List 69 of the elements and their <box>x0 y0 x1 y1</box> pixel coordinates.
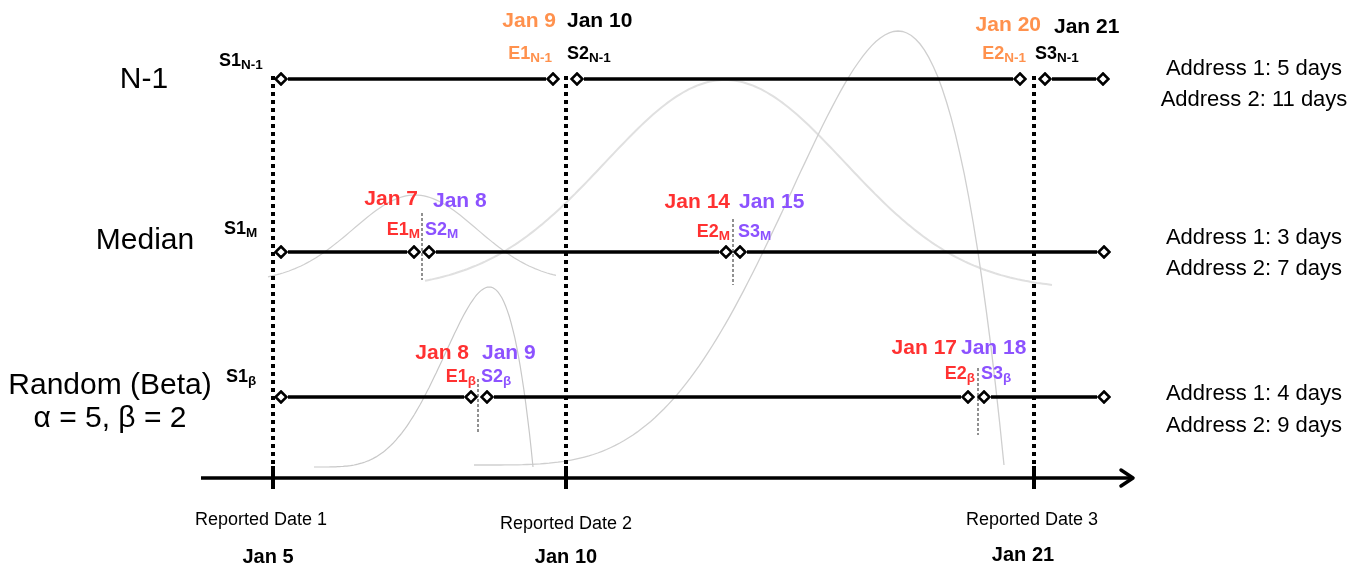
date-label: Jan 5 <box>242 543 294 566</box>
duration-label: Address 1: 4 days <box>1165 379 1343 407</box>
event-label: E2$_{β}$ <box>944 361 975 385</box>
diamond-marker <box>1013 72 1027 86</box>
date-label: Jan 7 <box>364 184 418 211</box>
event-label: S2$_{β}$ <box>481 364 512 388</box>
event-label: S3$_{M}$ <box>738 219 772 243</box>
timeline-segment <box>288 77 546 81</box>
diamond-marker <box>570 72 584 86</box>
duration-label: Address 2: 11 days <box>1160 85 1348 113</box>
date-label: Jan 8 <box>433 186 487 213</box>
timeline-segment <box>288 395 464 399</box>
duration-label: Address 1: 3 days <box>1165 223 1343 251</box>
diamond-marker <box>719 245 733 259</box>
diamond-marker <box>1096 72 1110 86</box>
diamond-marker <box>1097 245 1111 259</box>
axis-label: Reported Date 2 <box>499 511 633 535</box>
diamond-marker <box>464 390 478 404</box>
row-label: Median <box>95 221 195 258</box>
timeline-segment <box>584 77 1013 81</box>
event-label: S3$_{β}$ <box>981 361 1012 385</box>
event-label: E1$_{N-1}$ <box>508 41 552 65</box>
event-label: S2$_{M}$ <box>425 217 459 241</box>
axis-label: Reported Date 1 <box>194 507 328 531</box>
diamond-marker <box>274 72 288 86</box>
event-label: S1$_{N-1}$ <box>219 48 263 72</box>
diamond-marker <box>422 245 436 259</box>
timeline-segment <box>436 250 719 254</box>
diamond-marker <box>1038 72 1052 86</box>
date-label: Jan 10 <box>534 543 598 566</box>
date-label: Jan 9 <box>482 338 536 365</box>
date-label: Jan 15 <box>739 187 805 214</box>
event-label: S1$_{M}$ <box>224 216 258 240</box>
timeline-segment <box>494 395 961 399</box>
date-label: Jan 10 <box>567 6 633 33</box>
date-label: Jan 17 <box>891 333 957 360</box>
row-label: N-1 <box>119 60 169 97</box>
date-label: Jan 21 <box>991 541 1055 566</box>
date-label: Jan 8 <box>415 338 469 365</box>
date-label: Jan 18 <box>961 333 1027 360</box>
duration-label: Address 2: 9 days <box>1165 411 1343 439</box>
diamond-marker <box>961 390 975 404</box>
duration-label: Address 2: 7 days <box>1165 254 1343 282</box>
date-label: Jan 20 <box>975 10 1041 37</box>
diamond-marker <box>733 245 747 259</box>
diamond-marker <box>274 390 288 404</box>
date-label: Jan 14 <box>664 187 730 214</box>
event-label: S2$_{N-1}$ <box>567 41 611 65</box>
event-label: E2$_{M}$ <box>696 219 730 243</box>
duration-label: Address 1: 5 days <box>1165 54 1343 82</box>
event-label: S1$_{β}$ <box>226 364 257 388</box>
timeline-segment <box>991 395 1097 399</box>
event-label: E1$_{β}$ <box>445 364 476 388</box>
timeline-segment <box>288 250 407 254</box>
date-label: Jan 9 <box>502 6 556 33</box>
diamond-marker <box>977 390 991 404</box>
diamond-marker <box>407 245 421 259</box>
row-label: Random (Beta) α = 5, β = 2 <box>7 367 213 433</box>
date-label: Jan 21 <box>1054 12 1120 39</box>
event-label: E1$_{M}$ <box>386 217 420 241</box>
timeline-segment <box>1052 77 1096 81</box>
diamond-marker <box>274 245 288 259</box>
event-label: S3$_{N-1}$ <box>1035 41 1079 65</box>
event-label: E2$_{N-1}$ <box>982 41 1026 65</box>
axis-label: Reported Date 3 <box>965 507 1099 531</box>
timeline-segment <box>747 250 1097 254</box>
diamond-marker <box>480 390 494 404</box>
diamond-marker <box>1097 390 1111 404</box>
diamond-marker <box>546 72 560 86</box>
